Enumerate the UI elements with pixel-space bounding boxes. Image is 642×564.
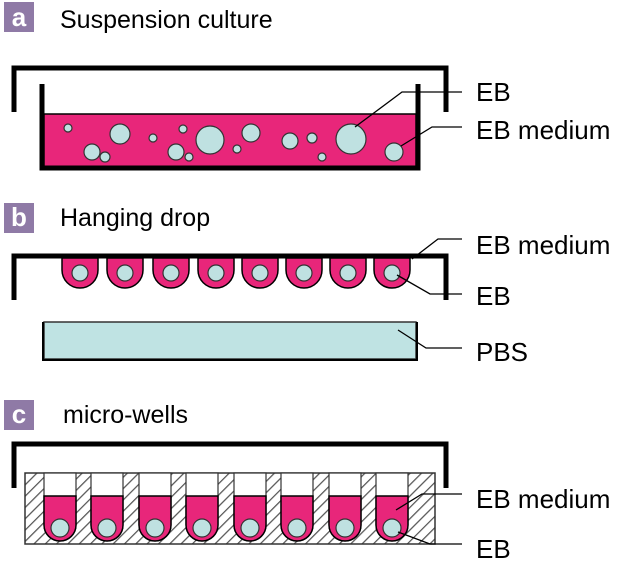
label-eb: EB: [476, 77, 511, 107]
panel-b: b Hanging drop: [4, 202, 610, 367]
eb: [251, 264, 269, 282]
eb: [287, 518, 307, 538]
eb: [317, 152, 327, 162]
label-pbs: PBS: [476, 337, 528, 367]
hanging-lid: [11, 253, 449, 300]
label-eb: EB: [476, 281, 511, 311]
suspension-lid: [11, 65, 449, 112]
leader-eb-medium: [411, 238, 462, 260]
leader-eb: [397, 531, 462, 545]
panel-b-title: Hanging drop: [60, 204, 210, 232]
eb: [71, 264, 89, 282]
eb: [339, 264, 357, 282]
microwell-dish: [11, 441, 449, 488]
leader-eb: [354, 91, 462, 128]
eb: [384, 142, 404, 162]
eb: [281, 132, 299, 150]
eb: [335, 123, 367, 155]
panel-c: c micro-wells: [4, 399, 610, 564]
eb: [306, 132, 318, 144]
eb: [241, 123, 261, 143]
eb: [50, 518, 70, 538]
eb: [295, 264, 313, 282]
eb: [145, 518, 165, 538]
panel-b-badge: [4, 203, 34, 233]
pbs-layer: [43, 321, 417, 360]
eb: [63, 123, 73, 133]
eb: [240, 518, 260, 538]
leader-eb-medium: [400, 126, 462, 147]
microwells: [43, 472, 409, 542]
panel-c-badge: [4, 400, 34, 430]
panel-c-title: micro-wells: [63, 401, 188, 429]
eb: [97, 518, 117, 538]
hanging-dish: [42, 322, 418, 361]
label-eb-medium: EB medium: [476, 484, 610, 514]
eb: [83, 143, 101, 161]
eb: [207, 264, 225, 282]
panel-a-title: Suspension culture: [60, 6, 273, 34]
panel-c-badge-letter: c: [12, 399, 26, 429]
leader-eb: [396, 274, 462, 295]
eb: [335, 518, 355, 538]
panel-a-badge: [4, 2, 34, 32]
eb: [232, 144, 242, 154]
panel-b-badge-letter: b: [11, 202, 27, 232]
label-eb-medium: EB medium: [476, 115, 610, 145]
panel-a-badge-letter: a: [12, 2, 27, 32]
eb: [178, 124, 188, 134]
eb: [162, 264, 180, 282]
eb: [195, 125, 225, 155]
hanging-drops: [61, 257, 411, 289]
label-eb: EB: [476, 534, 511, 564]
label-eb-medium: EB medium: [476, 230, 610, 260]
eb: [192, 518, 212, 538]
eb: [167, 143, 185, 161]
microwell-plate: [24, 472, 436, 545]
eb: [99, 151, 111, 163]
eb: [116, 264, 134, 282]
eb: [184, 152, 194, 162]
eb: [383, 264, 401, 282]
eb: [109, 123, 131, 145]
eb: [148, 133, 158, 143]
panel-a: a Suspension culture EB: [4, 2, 610, 171]
suspension-dish: [39, 84, 421, 171]
suspension-ebs: [63, 123, 404, 163]
eb: [382, 518, 402, 538]
leader-pbs: [397, 329, 462, 349]
leader-eb-medium: [395, 493, 462, 511]
